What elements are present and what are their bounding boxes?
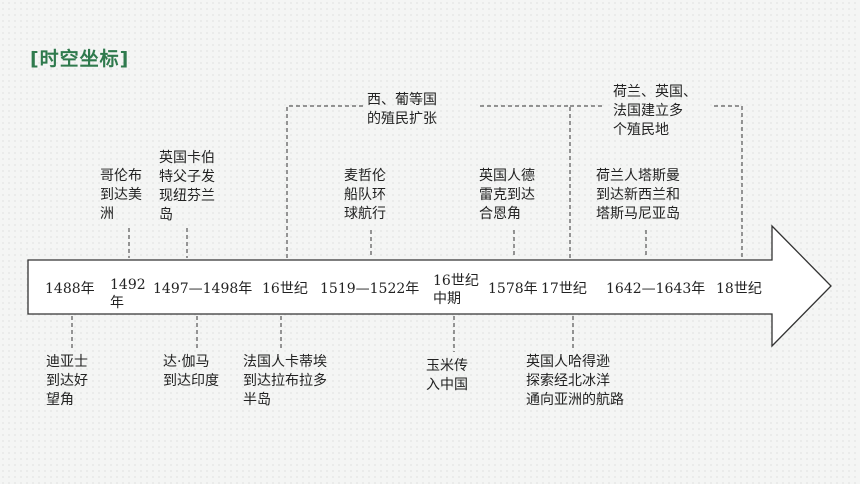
event-cabot-line4: 岛 — [159, 207, 173, 223]
event-gama-line2: 到达印度 — [163, 373, 219, 389]
event-drake-line1: 英国人德 — [479, 167, 535, 184]
axis-label-1492-year: 年 — [110, 295, 124, 311]
event-magellan-line3: 球航行 — [344, 206, 386, 222]
event-cabot-line1: 英国卡伯 — [159, 149, 215, 166]
period-spain-portugal-line1: 西、葡等国 — [367, 91, 437, 108]
timeline-arrow — [27, 224, 832, 348]
event-dias-line2: 到达好 — [46, 373, 88, 389]
axis-label-16c-mid: 16世纪 — [433, 273, 479, 289]
event-tasman-line1: 荷兰人塔斯曼 — [596, 168, 680, 184]
event-maize-line2: 入中国 — [426, 377, 468, 393]
event-columbus-line1: 哥伦布 — [100, 168, 142, 184]
event-drake-line2: 雷克到达 — [479, 187, 535, 203]
event-maize-line1: 玉米传 — [426, 358, 468, 374]
event-columbus-line3: 洲 — [100, 206, 114, 222]
axis-label-1492: 1492 — [110, 277, 146, 293]
bracket-spain-portugal — [286, 105, 365, 258]
event-cabot-line3: 现纽芬兰 — [159, 188, 215, 204]
below-events: 迪亚士 到达好 望角 达·伽马 到达印度 法国人卡蒂埃 到达拉布拉多 半岛 玉米… — [46, 353, 624, 408]
event-cartier-line1: 法国人卡蒂埃 — [243, 354, 327, 370]
axis-label-1519-1522: 1519—1522年 — [320, 281, 419, 297]
axis-labels: 1488年 1492 年 1497—1498年 16世纪 1519—1522年 … — [45, 273, 762, 311]
event-hudson-line2: 探索经北冰洋 — [526, 372, 610, 389]
event-tasman-line3: 塔斯马尼亚岛 — [596, 206, 680, 222]
event-dias-line1: 迪亚士 — [46, 354, 88, 370]
event-cartier-line2: 到达拉布拉多 — [243, 372, 327, 389]
axis-label-17c: 17世纪 — [541, 281, 587, 297]
period-colonies-line2: 法国建立多 — [613, 102, 683, 119]
period-colonies-line3: 个殖民地 — [613, 121, 669, 138]
bracket-colonies-right — [714, 105, 743, 258]
axis-label-18c: 18世纪 — [716, 281, 762, 297]
event-cartier-line3: 半岛 — [243, 392, 271, 408]
event-dias-line3: 望角 — [46, 392, 74, 408]
axis-label-16c-mid-2: 中期 — [433, 291, 461, 307]
axis-label-1642-1643: 1642—1643年 — [606, 281, 705, 297]
period-labels: 西、葡等国 的殖民扩张 荷兰、英国、 法国建立多 个殖民地 — [367, 83, 697, 138]
bracket-spain-portugal-right — [480, 105, 571, 258]
above-events: 哥伦布 到达美 洲 英国卡伯 特父子发 现纽芬兰 岛 麦哲伦 船队环 球航行 英… — [100, 149, 680, 223]
axis-label-1488: 1488年 — [45, 281, 95, 297]
event-tasman-line2: 到达新西兰和 — [596, 187, 680, 203]
event-magellan-line1: 麦哲伦 — [344, 168, 386, 184]
axis-label-1578: 1578年 — [488, 281, 538, 297]
event-gama-line1: 达·伽马 — [163, 354, 209, 370]
event-magellan-line2: 船队环 — [344, 187, 386, 203]
axis-label-1497-1498: 1497—1498年 — [153, 281, 252, 297]
connector-lines — [71, 105, 743, 352]
event-hudson-line3: 通向亚洲的航路 — [526, 392, 624, 408]
page-title: [时空坐标] — [30, 48, 130, 70]
period-spain-portugal-line2: 的殖民扩张 — [367, 110, 437, 127]
event-columbus-line2: 到达美 — [100, 187, 142, 203]
period-colonies-line1: 荷兰、英国、 — [613, 83, 697, 100]
axis-label-16c: 16世纪 — [262, 281, 308, 297]
event-hudson-line1: 英国人哈得逊 — [526, 353, 610, 370]
event-cabot-line2: 特父子发 — [159, 169, 215, 185]
event-drake-line3: 合恩角 — [479, 206, 521, 222]
